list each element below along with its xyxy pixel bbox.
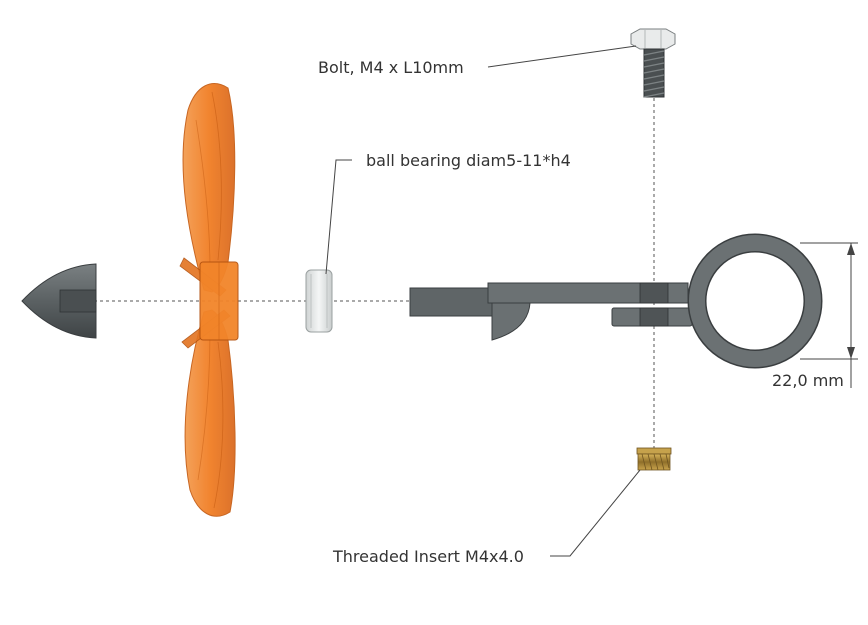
propeller [179, 83, 239, 517]
dimension-label: 22,0 mm [772, 371, 844, 390]
threaded-insert [636, 447, 672, 471]
clamp-ring [687, 233, 823, 369]
bolt-label: Bolt, M4 x L10mm [318, 58, 464, 77]
spinner-cone [21, 263, 97, 339]
insert-label: Threaded Insert M4x4.0 [332, 547, 524, 566]
ball-bearing [305, 269, 333, 333]
bolt-leader-line [487, 45, 637, 68]
insert-leader-line [550, 469, 641, 557]
bearing-label: ball bearing diam5-11*h4 [366, 151, 571, 170]
motor-mount-arm [409, 282, 693, 341]
bolt [630, 28, 676, 98]
propeller-blade-upper [182, 83, 236, 293]
dimension-marker [800, 242, 858, 388]
bearing-leader-line [325, 159, 352, 275]
